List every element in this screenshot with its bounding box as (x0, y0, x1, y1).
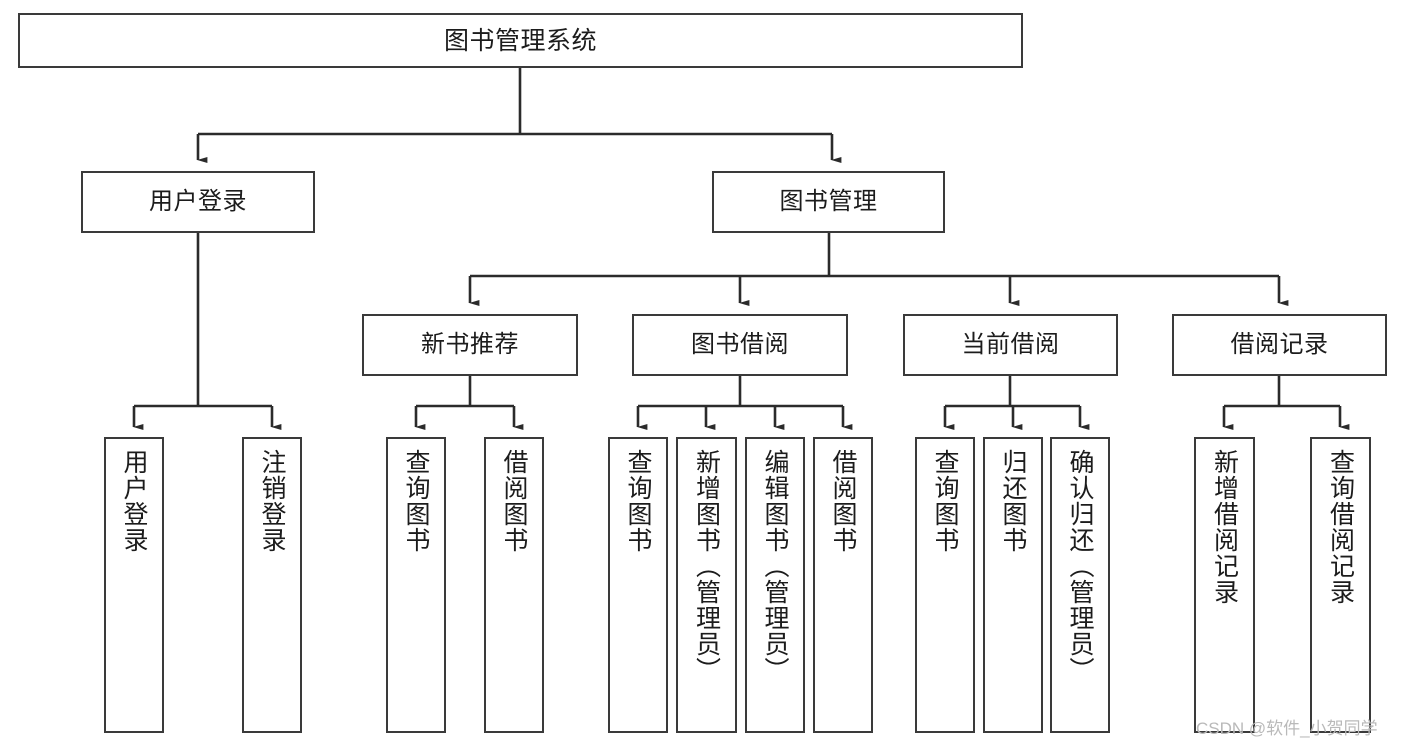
node-book-manage-label: 图书管理 (779, 187, 878, 215)
node-leaf-query-record-label: 查询借阅记录 (1326, 449, 1355, 605)
watermark-text: CSDN @软件_小贺同学 (1196, 719, 1378, 738)
node-current-borrow[interactable]: 当前借阅 (903, 314, 1118, 376)
node-leaf-query-record[interactable]: 查询借阅记录 (1310, 437, 1371, 733)
node-leaf-borrow-book-rec-label: 借阅图书 (500, 449, 528, 553)
node-leaf-query-book-cb[interactable]: 查询图书 (915, 437, 975, 733)
node-leaf-edit-book-label: 编辑图书（管理员） (761, 449, 789, 683)
node-user-login-label: 用户登录 (149, 187, 247, 215)
node-book-borrow[interactable]: 图书借阅 (632, 314, 848, 376)
node-leaf-edit-book[interactable]: 编辑图书（管理员） (745, 437, 805, 733)
node-new-book-recommend-label: 新书推荐 (421, 330, 519, 358)
node-user-login[interactable]: 用户登录 (81, 171, 315, 233)
node-borrow-record-label: 借阅记录 (1230, 330, 1329, 358)
node-current-borrow-label: 当前借阅 (961, 330, 1060, 358)
node-leaf-logout-label: 注销登录 (258, 449, 286, 553)
node-leaf-query-book-rec[interactable]: 查询图书 (386, 437, 446, 733)
node-leaf-borrow-book-br[interactable]: 借阅图书 (813, 437, 873, 733)
node-root[interactable]: 图书管理系统 (18, 13, 1023, 68)
node-leaf-add-record-label: 新增借阅记录 (1210, 449, 1239, 605)
node-leaf-query-book-br-label: 查询图书 (624, 449, 652, 553)
node-leaf-return-book[interactable]: 归还图书 (983, 437, 1043, 733)
node-leaf-add-book[interactable]: 新增图书（管理员） (676, 437, 737, 733)
node-leaf-borrow-book-rec[interactable]: 借阅图书 (484, 437, 544, 733)
node-leaf-user-login[interactable]: 用户登录 (104, 437, 164, 733)
node-leaf-query-book-br[interactable]: 查询图书 (608, 437, 668, 733)
node-book-manage[interactable]: 图书管理 (712, 171, 945, 233)
node-leaf-confirm-return-label: 确认归还（管理员） (1066, 449, 1094, 683)
node-leaf-query-book-rec-label: 查询图书 (402, 449, 430, 553)
node-leaf-borrow-book-br-label: 借阅图书 (829, 449, 857, 553)
node-root-label: 图书管理系统 (443, 26, 597, 55)
node-leaf-return-book-label: 归还图书 (999, 449, 1027, 553)
node-leaf-add-record[interactable]: 新增借阅记录 (1194, 437, 1255, 733)
node-borrow-record[interactable]: 借阅记录 (1172, 314, 1387, 376)
node-leaf-user-login-label: 用户登录 (120, 449, 148, 553)
node-book-borrow-label: 图书借阅 (691, 330, 789, 358)
node-new-book-recommend[interactable]: 新书推荐 (362, 314, 578, 376)
node-leaf-confirm-return[interactable]: 确认归还（管理员） (1050, 437, 1110, 733)
node-leaf-add-book-label: 新增图书（管理员） (692, 449, 721, 683)
node-leaf-query-book-cb-label: 查询图书 (931, 449, 959, 553)
node-leaf-logout[interactable]: 注销登录 (242, 437, 302, 733)
